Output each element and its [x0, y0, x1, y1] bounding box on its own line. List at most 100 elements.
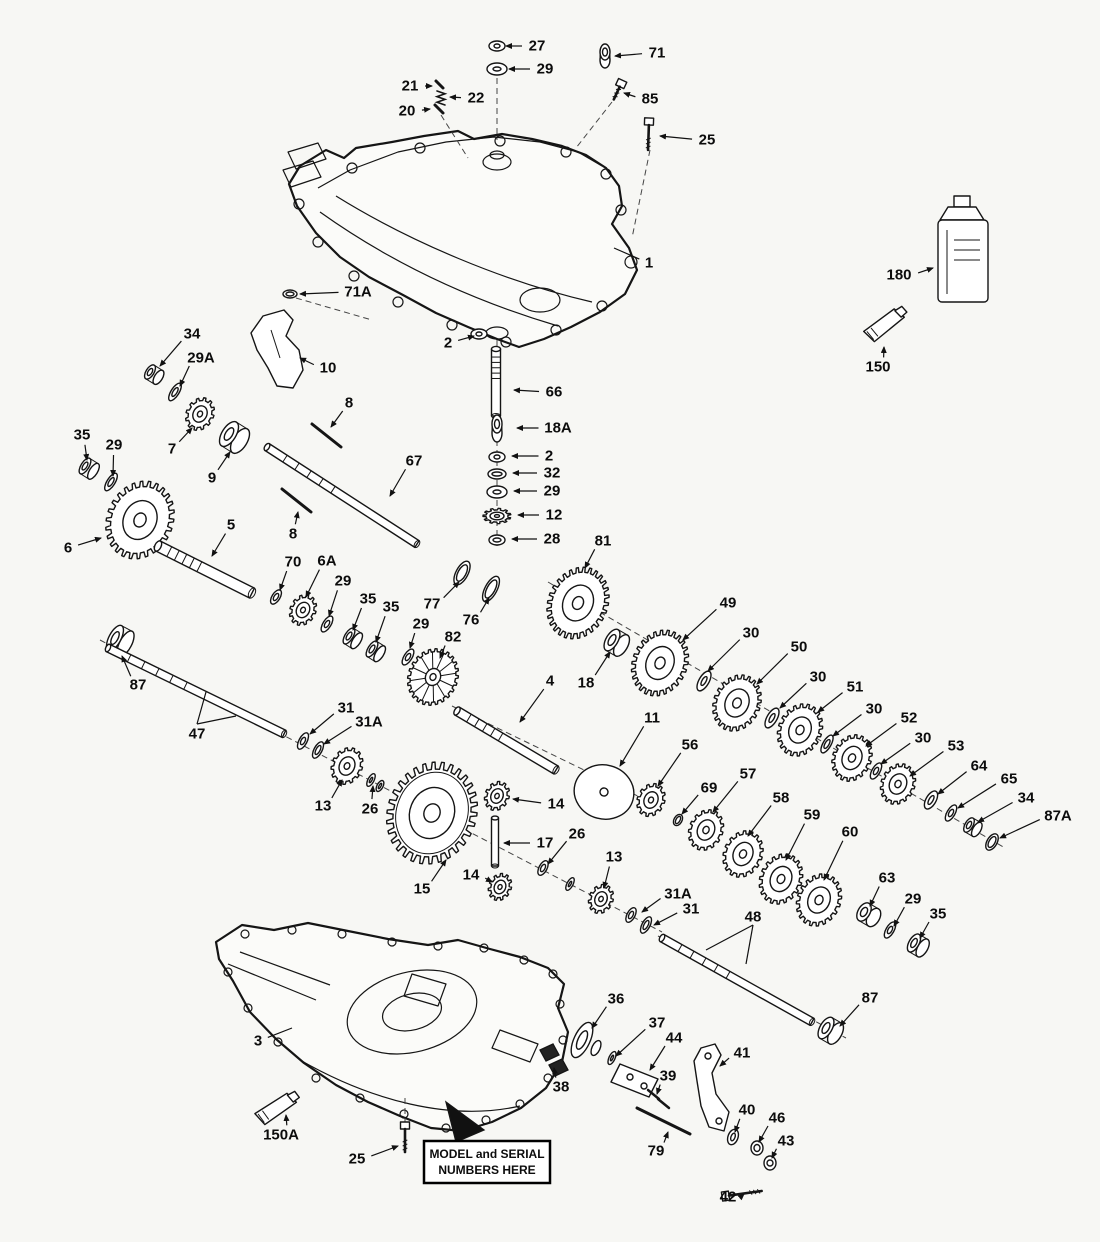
leader-line [179, 365, 190, 387]
washer-29-c [487, 486, 507, 498]
leader-line [771, 1148, 778, 1159]
leader-line [659, 133, 693, 140]
sealant-tube-150 [860, 305, 912, 343]
part-label-87A: 87A [1044, 808, 1072, 825]
leader-line [110, 454, 117, 477]
leader-line [457, 334, 475, 341]
model-serial-box-line1: MODEL and SERIAL [429, 1147, 544, 1161]
leader-line [591, 1006, 607, 1029]
washer-40 [726, 1128, 741, 1146]
part-label-39: 39 [660, 1068, 677, 1085]
leader-line [657, 752, 682, 787]
leader-line [443, 581, 460, 599]
part-label-1: 1 [645, 255, 653, 272]
part-label-76: 76 [463, 612, 480, 629]
gear-52 [825, 728, 880, 788]
leader-line [421, 106, 431, 113]
part-label-64: 64 [971, 758, 988, 775]
leader-line [756, 653, 789, 685]
part-label-65: 65 [1001, 771, 1018, 788]
part-label-63: 63 [879, 870, 896, 887]
gear-50 [704, 667, 770, 739]
leader-line [745, 924, 754, 965]
leader-line [305, 569, 320, 598]
part-label-27: 27 [529, 38, 546, 55]
model-serial-box: MODEL and SERIAL NUMBERS HERE [422, 1139, 552, 1185]
leader-line [389, 468, 407, 497]
leader-line [649, 1045, 666, 1071]
leader-line [279, 570, 288, 591]
part-label-18: 18 [578, 675, 595, 692]
shift-fork-10-rib [271, 330, 280, 358]
parts-layer [77, 41, 1001, 1201]
washer-31A-b [624, 906, 639, 924]
part-label-43: 43 [778, 1133, 795, 1150]
leader-line [758, 1125, 769, 1143]
bushing-35-c [364, 639, 388, 663]
bearing-87-b [815, 1015, 847, 1047]
pin-20 [433, 103, 445, 115]
part-label-29: 29 [544, 483, 561, 500]
washer-26-b2 [564, 876, 576, 891]
part-label-38: 38 [553, 1079, 570, 1096]
part-label-31A: 31A [664, 886, 692, 903]
leader-line [602, 866, 610, 889]
part-label-35: 35 [360, 591, 377, 608]
part-label-180: 180 [886, 267, 911, 284]
leader-line [196, 691, 207, 725]
part-label-25: 25 [699, 132, 716, 149]
part-label-82: 82 [445, 629, 462, 646]
part-label-28: 28 [544, 531, 561, 548]
part-label-150A: 150A [263, 1127, 299, 1144]
part-label-25: 25 [349, 1151, 366, 1168]
part-label-14: 14 [548, 796, 565, 813]
model-serial-box-line2: NUMBERS HERE [438, 1163, 535, 1177]
leader-line [615, 1028, 646, 1057]
part-label-53: 53 [948, 738, 965, 755]
leader-line [653, 912, 678, 926]
part-label-34: 34 [1018, 790, 1035, 807]
part-label-17: 17 [537, 835, 554, 852]
bolt-85 [612, 78, 627, 101]
spring-22 [434, 90, 448, 106]
assembly-axis [575, 101, 613, 149]
part-label-87: 87 [862, 990, 879, 1007]
leader-line [823, 840, 844, 881]
part-label-40: 40 [739, 1102, 756, 1119]
leader-line [159, 340, 182, 367]
leader-line [217, 451, 231, 471]
washer-30-d [868, 761, 884, 781]
leader-line [323, 725, 352, 745]
gear-13-b [584, 880, 618, 917]
gear-81 [536, 557, 621, 649]
leader-line [999, 819, 1041, 839]
part-label-10: 10 [320, 360, 337, 377]
part-label-56: 56 [682, 737, 699, 754]
axle-47 [104, 643, 288, 738]
leader-line [547, 840, 568, 865]
leader-line [328, 590, 338, 617]
leader-line [552, 1067, 559, 1078]
gear-14-b [484, 870, 516, 905]
part-label-29: 29 [335, 573, 352, 590]
part-label-36: 36 [608, 991, 625, 1008]
washer-30-a [694, 669, 714, 693]
part-label-15: 15 [414, 881, 431, 898]
leader-lines-layer [77, 43, 1041, 1201]
part-label-49: 49 [720, 595, 737, 612]
part-label-85: 85 [642, 91, 659, 108]
part-label-31: 31 [683, 901, 700, 918]
nut-46 [751, 1141, 763, 1155]
part-label-60: 60 [842, 824, 859, 841]
leader-line [682, 608, 717, 641]
shaft-5 [153, 540, 257, 600]
washer-26-b [536, 859, 551, 877]
gear-49 [621, 621, 699, 706]
ring-71A [283, 290, 297, 298]
bearing-9 [216, 418, 254, 456]
part-label-3: 3 [254, 1033, 262, 1050]
gear-57 [682, 804, 730, 856]
leader-line [832, 714, 862, 737]
washer-65 [943, 803, 959, 823]
bushing-18A [492, 415, 502, 442]
